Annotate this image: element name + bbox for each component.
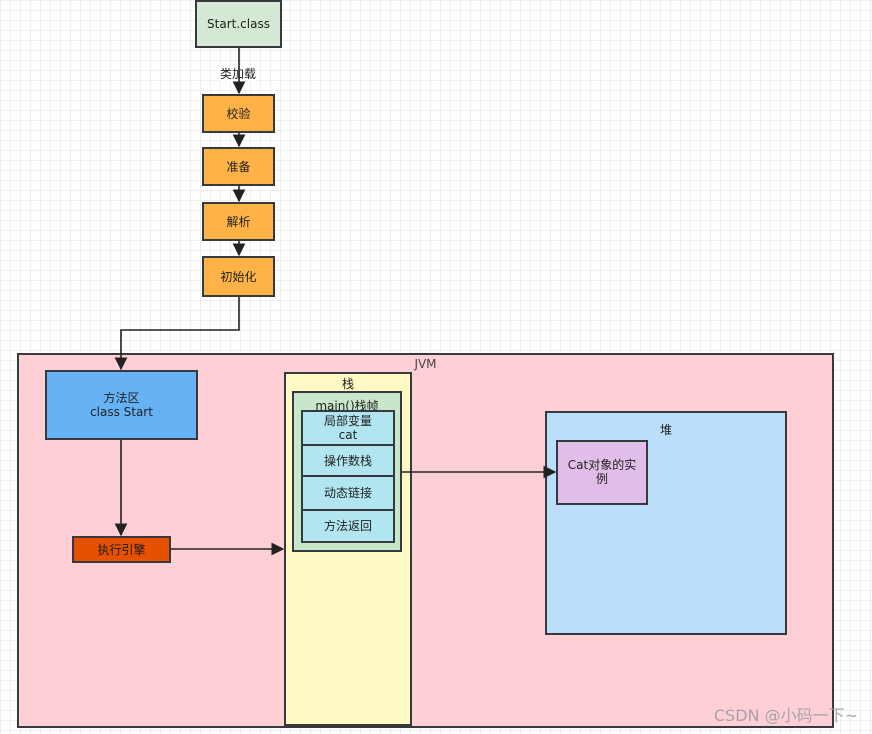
- start-class-node: Start.class: [195, 0, 282, 48]
- jvm-title: JVM: [414, 357, 437, 371]
- dynamic-linking-cell: 动态链接: [301, 475, 395, 511]
- initialize-label: 初始化: [220, 269, 257, 284]
- local-variable-cat-label: cat: [338, 428, 358, 442]
- class-loading-label: 类加载: [220, 65, 257, 82]
- execution-engine-label: 执行引擎: [97, 542, 146, 557]
- heap-title: 堆: [659, 423, 672, 437]
- initialize-node: 初始化: [202, 256, 275, 297]
- method-return-cell: 方法返回: [301, 509, 395, 543]
- start-class-label: Start.class: [207, 17, 270, 31]
- watermark: CSDN @小码一下~: [713, 706, 858, 725]
- verify-node: 校验: [202, 94, 275, 133]
- local-variables-label: 局部变量: [323, 414, 372, 428]
- cat-instance-node: Cat对象的实例: [556, 440, 648, 505]
- operand-stack-cell: 操作数栈: [301, 444, 395, 477]
- operand-stack-label: 操作数栈: [323, 453, 372, 468]
- dynamic-linking-label: 动态链接: [323, 486, 372, 500]
- method-area-node: 方法区 class Start: [45, 370, 198, 440]
- stack-title: 栈: [341, 377, 354, 391]
- resolve-label: 解析: [226, 214, 251, 229]
- prepare-label: 准备: [226, 159, 251, 174]
- prepare-node: 准备: [202, 147, 275, 186]
- method-area-label: 方法区: [103, 391, 140, 405]
- resolve-node: 解析: [202, 202, 275, 241]
- method-area-class-label: class Start: [90, 405, 153, 419]
- cat-instance-label: Cat对象的实例: [567, 458, 637, 486]
- verify-label: 校验: [226, 106, 251, 121]
- local-variables-cell: 局部变量 cat: [301, 410, 395, 446]
- method-return-label: 方法返回: [323, 519, 372, 533]
- execution-engine-node: 执行引擎: [72, 536, 171, 563]
- main-frame-title: main()栈帧: [315, 399, 379, 413]
